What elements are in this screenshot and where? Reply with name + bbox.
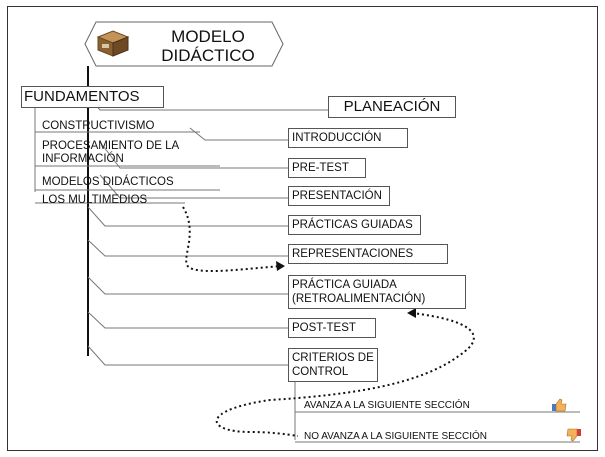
step-practica-guiada-line2: (RETROALIMENTACIÓN): [292, 293, 426, 305]
outcome-no-advance: NO AVANZA A LA SIGUIENTE SECCIÓN: [304, 431, 488, 442]
fundamentos-item-constructivismo: CONSTRUCTIVISMO: [42, 120, 155, 132]
step-criterios-control: CRITERIOS DE CONTROL: [288, 348, 378, 382]
title-line-1: MODELO: [171, 27, 245, 46]
step-posttest: POST-TEST: [288, 318, 376, 338]
thumbs-up-icon: [551, 398, 567, 412]
title-hexagon: [84, 21, 284, 67]
step-introduccion: INTRODUCCIÓN: [288, 128, 408, 148]
fundamentos-item-procesamiento: PROCESAMIENTO DE LA: [42, 140, 180, 152]
outcome-advance: AVANZA A LA SIGUIENTE SECCIÓN: [304, 400, 470, 411]
fundamentos-item-informacion: INFORMACIÓN: [42, 153, 124, 165]
step-practica-guiada: PRÁCTICA GUIADA (RETROALIMENTACIÓN): [288, 275, 466, 309]
step-criterios-line1: CRITERIOS DE: [292, 352, 374, 364]
step-criterios-line2: CONTROL: [292, 366, 349, 378]
diagram-frame: [7, 6, 598, 451]
fundamentos-item-modelos: MODELOS DIDÁCTICOS: [42, 176, 174, 188]
planeacion-heading: PLANEACIÓN: [328, 96, 456, 118]
title-line-2: DIDÁCTICO: [161, 46, 255, 65]
thumbs-down-icon: [566, 428, 582, 442]
step-presentacion: PRESENTACIÓN: [288, 186, 390, 206]
feedback-arrow-multimedios: [182, 206, 284, 273]
step-practica-guiada-line1: PRÁCTICA GUIADA: [292, 279, 397, 291]
step-representaciones: REPRESENTACIONES: [288, 244, 448, 264]
page-title: MODELO DIDÁCTICO: [148, 27, 268, 65]
step-practicas-guiadas: PRÁCTICAS GUIADAS: [288, 215, 421, 235]
fundamentos-heading: FUNDAMENTOS: [21, 86, 164, 108]
title-box-icon: [96, 29, 130, 57]
step-pretest: PRE-TEST: [288, 158, 366, 178]
fundamentos-item-multimedios: LOS MULTIMEDIOS: [42, 194, 148, 206]
